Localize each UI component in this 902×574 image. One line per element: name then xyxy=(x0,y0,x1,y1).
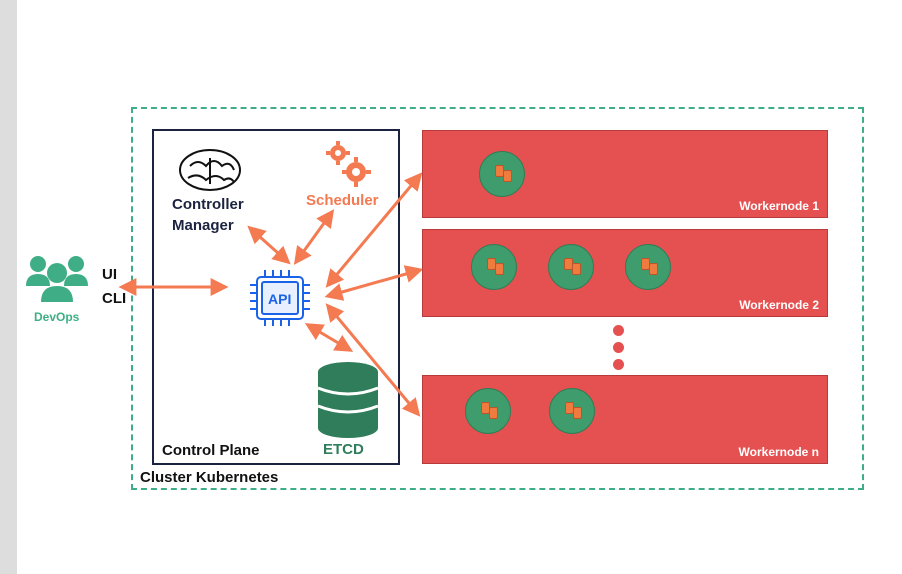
pod xyxy=(549,388,595,434)
ui-label: UI xyxy=(102,266,117,283)
arrow-api-etcd xyxy=(304,323,354,352)
controller-manager-label-line1: Controller xyxy=(172,196,244,213)
pod xyxy=(465,388,511,434)
etcd-label: ETCD xyxy=(323,441,364,458)
cluster-label: Cluster Kubernetes xyxy=(140,469,279,486)
arrow-scheduler-api xyxy=(293,209,335,265)
workernode-1: Workernode 1 xyxy=(422,130,828,218)
cluster-boundary xyxy=(131,107,864,490)
ellipsis-dot xyxy=(613,325,624,336)
arrow-api-worker2 xyxy=(324,265,424,301)
ellipsis-dot xyxy=(613,359,624,370)
arrow-api-workern xyxy=(325,303,421,417)
workernode-n-label: Workernode n xyxy=(738,445,819,459)
controller-manager-label-line2: Manager xyxy=(172,217,234,234)
arrow-controller-api xyxy=(247,225,291,265)
workernode-2: Workernode 2 xyxy=(422,229,828,317)
arrow-api-worker1 xyxy=(325,172,423,288)
pod xyxy=(471,244,517,290)
left-strip xyxy=(0,0,17,574)
ellipsis-dot xyxy=(613,342,624,353)
control-plane-label: Control Plane xyxy=(162,442,260,459)
workernode-n: Workernode n xyxy=(422,375,828,464)
workernode-1-label: Workernode 1 xyxy=(739,199,819,213)
pod xyxy=(625,244,671,290)
devops-label: DevOps xyxy=(34,310,80,324)
pod xyxy=(479,151,525,197)
pod xyxy=(548,244,594,290)
workernode-2-label: Workernode 2 xyxy=(739,298,819,312)
api-label: API xyxy=(268,291,292,307)
cli-label: CLI xyxy=(102,290,127,307)
